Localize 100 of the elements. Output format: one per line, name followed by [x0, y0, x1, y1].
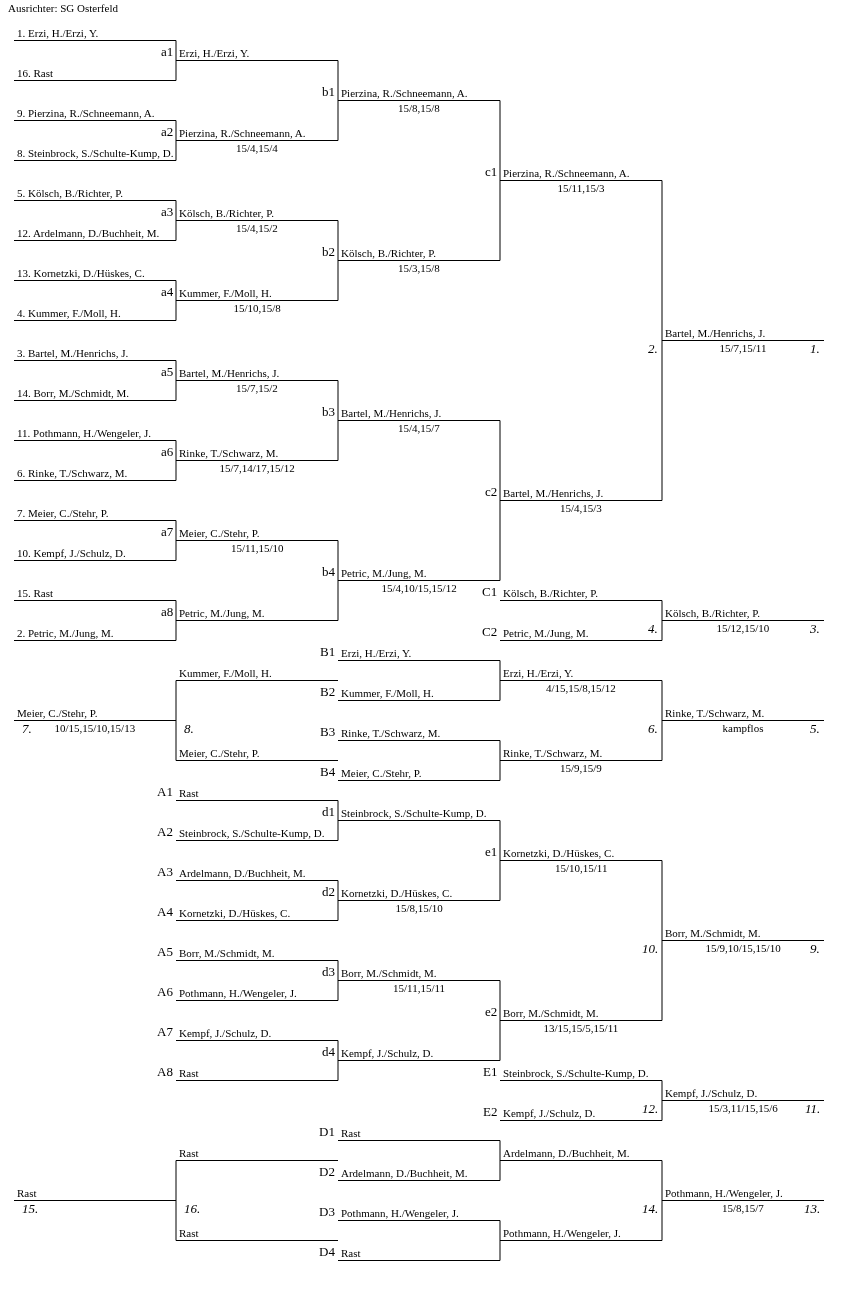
match-result: 15/8,15/8 [398, 102, 440, 115]
team-name: Erzi, H./Erzi, Y. [341, 647, 412, 660]
place-number: 3. [810, 622, 820, 635]
place-number: 10. [642, 942, 659, 955]
match-label: D3 [319, 1205, 335, 1218]
match-label: d2 [322, 885, 335, 898]
match-result: 15/4,15/7 [398, 422, 440, 435]
match-label: D4 [319, 1245, 335, 1258]
place-number: 6. [648, 722, 658, 735]
match-label: a4 [161, 285, 174, 298]
team-name: Kölsch, B./Richter, P. [341, 247, 436, 260]
match-label: D2 [319, 1165, 335, 1178]
team-name: Kornetzki, D./Hüskes, C. [341, 887, 453, 900]
match-label: E2 [483, 1105, 498, 1118]
team-name: 8. Steinbrock, S./Schulte-Kump, D. [17, 147, 174, 160]
team-name: Kummer, F./Moll, H. [341, 687, 434, 700]
team-name: Bartel, M./Henrichs, J. [179, 367, 280, 380]
match-label: E1 [483, 1065, 498, 1078]
match-result: 4/15,15/8,15/12 [546, 682, 616, 695]
match-label: A6 [157, 985, 173, 998]
match-result: 15/3,15/8 [398, 262, 440, 275]
team-name: 10. Kempf, J./Schulz, D. [17, 547, 126, 560]
team-name: 11. Pothmann, H./Wengeler, J. [17, 427, 151, 440]
team-name: Rast [341, 1127, 361, 1140]
match-result: kampflos [722, 722, 764, 735]
match-label: A5 [157, 945, 173, 958]
team-name: 15. Rast [17, 587, 54, 600]
match-result: 15/11,15/10 [231, 542, 284, 555]
team-name: Rast [17, 1187, 37, 1200]
match-label: a5 [161, 365, 174, 378]
team-name: Rast [179, 1067, 199, 1080]
team-name: Kölsch, B./Richter, P. [179, 207, 274, 220]
team-name: Rast [341, 1247, 361, 1260]
match-result: 15/11,15/11 [393, 982, 446, 995]
match-label: b4 [322, 565, 335, 578]
team-name: Borr, M./Schmidt, M. [179, 947, 275, 960]
match-label: B4 [320, 765, 336, 778]
team-name: 1. Erzi, H./Erzi, Y. [17, 27, 99, 40]
match-label: a7 [161, 525, 174, 538]
match-result: 15/11,15/3 [557, 182, 605, 195]
match-label: A3 [157, 865, 173, 878]
match-result: 15/3,11/15,15/6 [708, 1102, 778, 1115]
team-name: Kummer, F./Moll, H. [179, 287, 272, 300]
team-name: Pierzina, R./Schneemann, A. [341, 87, 468, 100]
match-label: b3 [322, 405, 335, 418]
team-name: 14. Borr, M./Schmidt, M. [17, 387, 129, 400]
team-name: Meier, C./Stehr, P. [341, 767, 422, 780]
team-name: Borr, M./Schmidt, M. [665, 927, 761, 940]
team-name: Kölsch, B./Richter, P. [503, 587, 598, 600]
match-label: A8 [157, 1065, 173, 1078]
team-name: 6. Rinke, T./Schwarz, M. [17, 467, 128, 480]
team-name: Steinbrock, S./Schulte-Kump, D. [503, 1067, 649, 1080]
team-name: Bartel, M./Henrichs, J. [341, 407, 442, 420]
place-number: 16. [184, 1202, 201, 1215]
team-name: Steinbrock, S./Schulte-Kump, D. [341, 807, 487, 820]
match-label: A7 [157, 1025, 173, 1038]
match-label: C1 [482, 585, 498, 598]
match-label: e1 [485, 845, 498, 858]
team-name: Bartel, M./Henrichs, J. [503, 487, 604, 500]
team-name: Meier, C./Stehr, P. [17, 707, 98, 720]
match-result: 15/8,15/7 [722, 1202, 764, 1215]
team-name: Erzi, H./Erzi, Y. [503, 667, 574, 680]
match-result: 15/7,15/11 [719, 342, 767, 355]
team-name: 7. Meier, C./Stehr, P. [17, 507, 109, 520]
match-label: a8 [161, 605, 174, 618]
match-label: a3 [161, 205, 174, 218]
match-result: 15/12,15/10 [716, 622, 770, 635]
place-number: 4. [648, 622, 658, 635]
match-label: D1 [319, 1125, 335, 1138]
team-name: Kempf, J./Schulz, D. [665, 1087, 758, 1100]
team-name: Borr, M./Schmidt, M. [341, 967, 437, 980]
team-name: Rast [179, 787, 199, 800]
match-label: C2 [482, 625, 498, 638]
match-label: c2 [485, 485, 498, 498]
match-result: 15/9,15/9 [560, 762, 602, 775]
place-number: 5. [810, 722, 820, 735]
title: Ausrichter: SG Osterfeld [8, 2, 118, 15]
team-name: Rinke, T./Schwarz, M. [503, 747, 603, 760]
team-name: Kummer, F./Moll, H. [179, 667, 272, 680]
team-name: 4. Kummer, F./Moll, H. [17, 307, 121, 320]
team-name: Pothmann, H./Wengeler, J. [665, 1187, 783, 1200]
match-result: 15/10,15/8 [233, 302, 281, 315]
team-name: Pothmann, H./Wengeler, J. [503, 1227, 621, 1240]
place-number: 14. [642, 1202, 659, 1215]
team-name: Ardelmann, D./Buchheit, M. [503, 1147, 630, 1160]
place-number: 2. [648, 342, 658, 355]
team-name: Rinke, T./Schwarz, M. [665, 707, 765, 720]
match-result: 10/15,15/10,15/13 [54, 722, 136, 735]
team-name: 12. Ardelmann, D./Buchheit, M. [17, 227, 160, 240]
team-name: Petric, M./Jung, M. [503, 627, 589, 640]
team-name: Pothmann, H./Wengeler, J. [179, 987, 297, 1000]
match-result: 15/4,15/4 [236, 142, 278, 155]
team-name: Steinbrock, S./Schulte-Kump, D. [179, 827, 325, 840]
match-label: A2 [157, 825, 173, 838]
match-label: a1 [161, 45, 174, 58]
team-name: 9. Pierzina, R./Schneemann, A. [17, 107, 155, 120]
match-label: a6 [161, 445, 174, 458]
place-number: 11. [805, 1102, 821, 1115]
team-name: Kölsch, B./Richter, P. [665, 607, 760, 620]
match-result: 15/8,15/10 [395, 902, 443, 915]
